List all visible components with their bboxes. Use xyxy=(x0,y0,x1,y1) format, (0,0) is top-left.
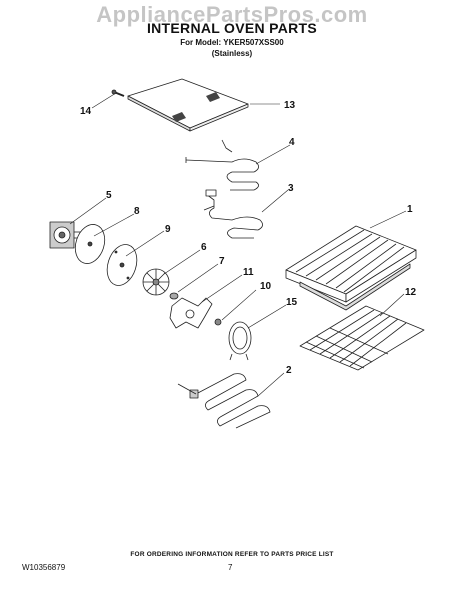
part-15-fan-element xyxy=(228,321,252,361)
callout-10: 10 xyxy=(260,281,272,292)
part-11-bracket xyxy=(169,297,213,329)
callout-8: 8 xyxy=(134,206,140,217)
part-2-hidden-bake-element xyxy=(177,373,271,429)
ordering-note: FOR ORDERING INFORMATION REFER TO PARTS … xyxy=(130,551,334,558)
part-14-screw xyxy=(111,89,125,97)
part-10-washer xyxy=(214,318,222,326)
part-6-fan-blade xyxy=(142,268,170,296)
part-5-convection-motor xyxy=(49,221,82,249)
callout-2: 2 xyxy=(286,365,292,376)
part-3-bake-element xyxy=(203,189,263,239)
callout-6: 6 xyxy=(201,242,207,253)
callout-13: 13 xyxy=(284,100,296,111)
page-number: 7 xyxy=(228,563,233,572)
callout-11: 11 xyxy=(243,267,254,278)
page-title: INTERNAL OVEN PARTS xyxy=(146,20,318,36)
part-8-heat-shield xyxy=(74,224,106,264)
callout-4: 4 xyxy=(289,137,295,148)
part-1-extension-rack xyxy=(285,225,417,311)
callout-labels: 14 13 4 3 5 8 9 6 7 11 10 15 1 12 2 xyxy=(80,100,417,376)
callout-1: 1 xyxy=(407,204,413,215)
callout-3: 3 xyxy=(288,183,294,194)
callout-5: 5 xyxy=(106,190,112,201)
part-4-broil-element xyxy=(185,139,259,191)
model-label: For Model: YKER507XSS00 xyxy=(180,38,284,47)
part-13-bottom-panel xyxy=(127,78,249,132)
callout-9: 9 xyxy=(165,224,171,235)
variant-label: (Stainless) xyxy=(211,49,253,58)
leader-lines xyxy=(69,92,407,397)
part-7-nut xyxy=(169,292,179,300)
callout-15: 15 xyxy=(286,297,298,308)
callout-7: 7 xyxy=(219,256,225,267)
part-12-oven-rack xyxy=(299,305,425,371)
document-number: W10356879 xyxy=(22,563,66,572)
part-9-fan-cover xyxy=(106,244,138,286)
watermark: AppliancePartsPros.com xyxy=(96,2,368,27)
callout-14: 14 xyxy=(80,106,92,117)
callout-12: 12 xyxy=(405,287,417,298)
